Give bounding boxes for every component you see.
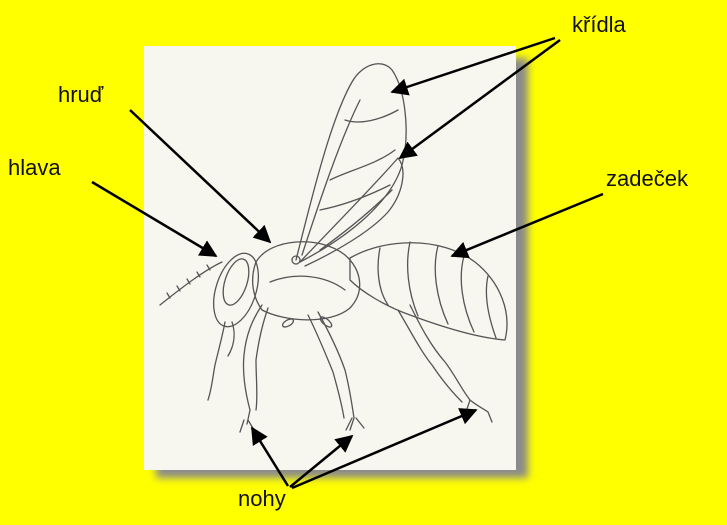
arrow-legs-hind	[292, 410, 476, 488]
arrow-wings-upper	[392, 38, 555, 92]
label-wings: křídla	[572, 14, 626, 36]
label-abdomen: zadeček	[606, 168, 688, 190]
arrow-thorax	[130, 110, 270, 242]
label-head: hlava	[8, 157, 61, 179]
arrow-wings-lower	[400, 40, 560, 158]
arrow-legs-front	[252, 428, 288, 486]
label-thorax: hruď	[58, 84, 103, 106]
arrow-legs-middle	[290, 436, 352, 487]
label-legs: nohy	[238, 488, 286, 510]
arrow-abdomen	[452, 194, 603, 256]
arrow-head	[92, 182, 216, 256]
